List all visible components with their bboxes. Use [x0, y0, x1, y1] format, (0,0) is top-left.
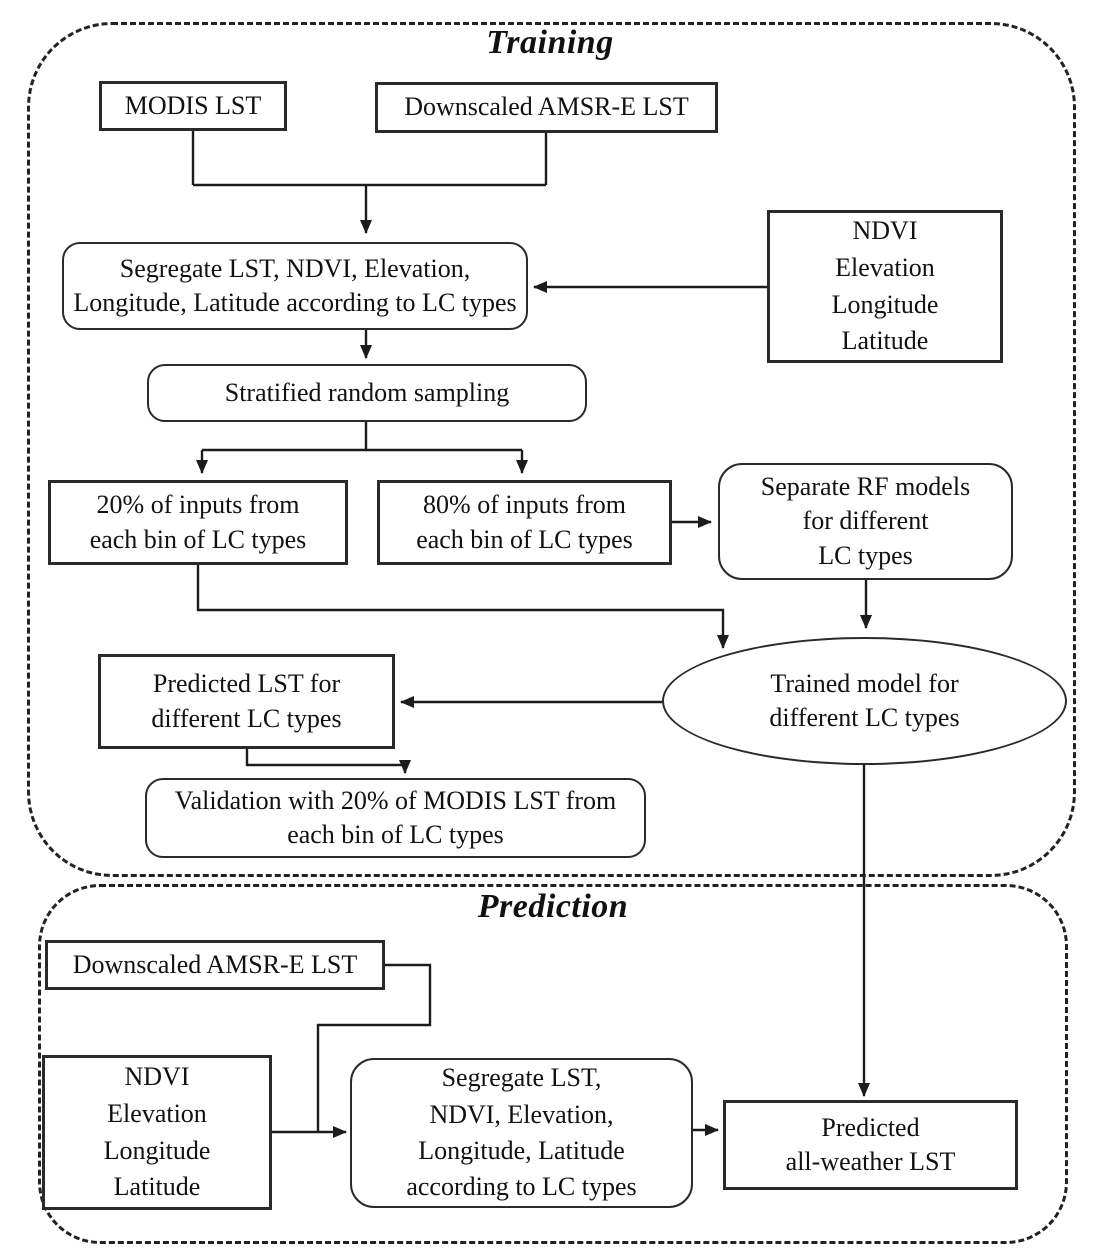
- node-downscaled-amsr-training: Downscaled AMSR-E LST: [375, 82, 718, 133]
- node-stratified-sampling: Stratified random sampling: [147, 364, 587, 422]
- node-modis-lst-label: MODIS LST: [124, 90, 262, 120]
- node-downscaled-amsr-prediction-label: Downscaled AMSR-E LST: [72, 949, 358, 979]
- node-segregate-training: Segregate LST, NDVI, Elevation, Longitud…: [62, 242, 528, 330]
- prediction-section-container: [38, 884, 1068, 1244]
- connector-split: [202, 422, 522, 452]
- node-20-percent-inputs-label: 20% of inputs from each bin of LC types: [89, 490, 307, 554]
- node-segregate-prediction-label: Segregate LST, NDVI, Elevation, Longitud…: [406, 1063, 637, 1202]
- node-separate-rf-models-label: Separate RF models for different LC type…: [760, 472, 971, 570]
- node-predicted-lst-label: Predicted LST for different LC types: [151, 669, 342, 733]
- node-predicted-all-weather: Predicted all-weather LST: [723, 1100, 1018, 1190]
- arrow-20-to-trained: [196, 565, 729, 649]
- training-section-title: Training: [486, 24, 614, 61]
- prediction-section-title: Prediction: [477, 888, 629, 925]
- node-ndvi-inputs-prediction-label: NDVI Elevation Longitude Latitude: [103, 1061, 211, 1202]
- node-predicted-lst: Predicted LST for different LC types: [98, 654, 395, 749]
- node-predicted-all-weather-label: Predicted all-weather LST: [785, 1112, 956, 1176]
- node-trained-model-ellipse: Trained model for different LC types: [662, 637, 1067, 765]
- node-separate-rf-models: Separate RF models for different LC type…: [718, 463, 1013, 580]
- node-80-percent-inputs-label: 80% of inputs from each bin of LC types: [416, 490, 633, 554]
- node-segregate-training-label: Segregate LST, NDVI, Elevation, Longitud…: [73, 253, 517, 317]
- node-downscaled-amsr-prediction: Downscaled AMSR-E LST: [45, 940, 385, 990]
- node-ndvi-inputs-training: NDVI Elevation Longitude Latitude: [767, 210, 1003, 363]
- node-ndvi-inputs-training-label: NDVI Elevation Longitude Latitude: [831, 215, 939, 356]
- node-segregate-prediction: Segregate LST, NDVI, Elevation, Longitud…: [350, 1058, 693, 1208]
- connector-modis-amsr-merge: [191, 131, 548, 187]
- node-20-percent-inputs: 20% of inputs from each bin of LC types: [48, 480, 348, 565]
- connector-amsr-prediction: [316, 963, 432, 1132]
- node-downscaled-amsr-training-label: Downscaled AMSR-E LST: [404, 92, 689, 122]
- node-stratified-sampling-label: Stratified random sampling: [224, 377, 510, 407]
- node-trained-model-label: Trained model for different LC types: [769, 668, 960, 732]
- node-modis-lst: MODIS LST: [99, 81, 287, 131]
- node-validation-label: Validation with 20% of MODIS LST from ea…: [174, 785, 617, 849]
- node-80-percent-inputs: 80% of inputs from each bin of LC types: [377, 480, 672, 565]
- node-ndvi-inputs-prediction: NDVI Elevation Longitude Latitude: [42, 1055, 272, 1210]
- training-section-container: [27, 22, 1076, 877]
- node-validation: Validation with 20% of MODIS LST from ea…: [145, 778, 646, 858]
- arrow-predicted-to-validation: [245, 749, 411, 774]
